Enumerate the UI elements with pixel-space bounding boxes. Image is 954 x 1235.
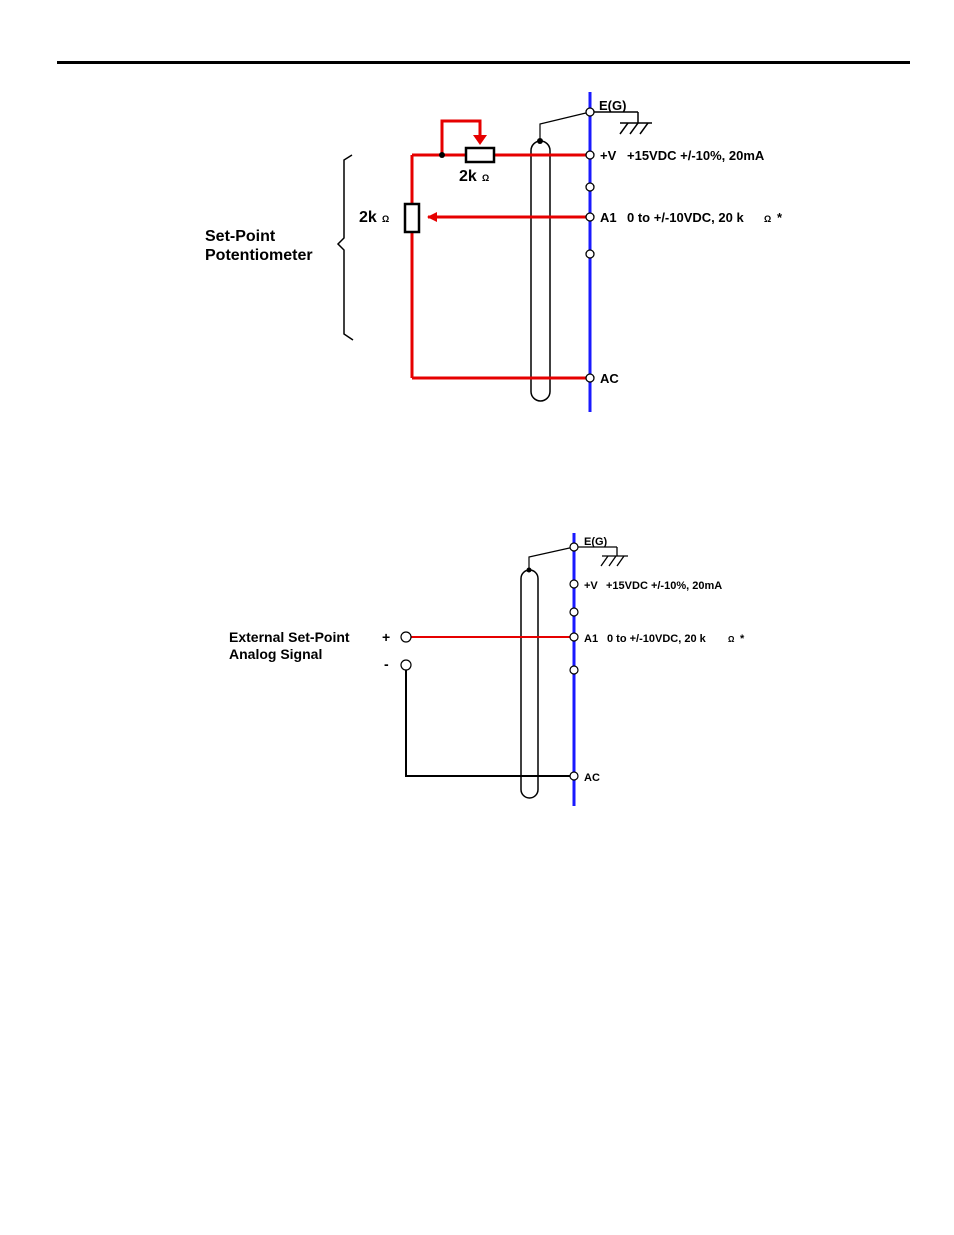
series-resistor bbox=[464, 146, 496, 164]
terminal-ac-2[interactable] bbox=[569, 771, 579, 781]
shield-cable-1 bbox=[530, 140, 551, 402]
label-potentiometer-value: 2k bbox=[359, 209, 377, 226]
shield-drain-wire-1 bbox=[539, 111, 591, 141]
shield-drain-wire-2 bbox=[528, 546, 575, 570]
potentiometer-brace bbox=[336, 154, 354, 341]
label-external-line2: Analog Signal bbox=[229, 646, 322, 662]
label-series-resistor-value: 2k bbox=[459, 168, 477, 185]
terminal-blank-2a[interactable] bbox=[569, 607, 579, 617]
header-rule bbox=[57, 61, 910, 64]
label-setpoint-line1: Set-Point bbox=[205, 228, 276, 245]
ground-symbol-1 bbox=[590, 111, 652, 135]
label-vplus-spec-2: +15VDC +/-10%, 20mA bbox=[606, 580, 722, 592]
terminal-eg-1[interactable] bbox=[585, 107, 595, 117]
potentiometer bbox=[403, 202, 421, 234]
diagram-potentiometer: E(G) +V +15VDC +/-10%, 20mA A1 0 to +/-1… bbox=[205, 92, 783, 412]
input-terminal-minus[interactable] bbox=[400, 659, 412, 671]
label-a1-ohm-2: Ω bbox=[728, 635, 735, 644]
label-a1-note-2: * bbox=[740, 633, 745, 645]
terminal-blank-2b[interactable] bbox=[569, 665, 579, 675]
terminal-ac-1[interactable] bbox=[585, 373, 595, 383]
label-potentiometer-unit: Ω bbox=[382, 214, 389, 224]
terminal-a1-1[interactable] bbox=[585, 212, 595, 222]
label-vplus-2: +V bbox=[584, 580, 598, 592]
terminal-eg-2[interactable] bbox=[569, 542, 579, 552]
terminal-blank-1a[interactable] bbox=[585, 182, 595, 192]
label-a1-2: A1 bbox=[584, 633, 598, 645]
ground-symbol-2 bbox=[574, 546, 628, 567]
diagram-external-signal: E(G) +V +15VDC +/-10%, 20mA A1 0 to +/-1… bbox=[229, 533, 745, 806]
label-ac-2: AC bbox=[584, 772, 600, 784]
label-a1-spec-1: 0 to +/-10VDC, 20 k bbox=[627, 210, 744, 225]
label-eg-1: E(G) bbox=[599, 98, 626, 113]
label-ac-1: AC bbox=[600, 371, 619, 386]
label-series-resistor-unit: Ω bbox=[482, 173, 489, 183]
wire-resistor-wiper bbox=[440, 119, 482, 155]
input-terminal-plus[interactable] bbox=[400, 631, 412, 643]
wire-ac-2 bbox=[405, 670, 570, 777]
label-eg-2: E(G) bbox=[584, 536, 608, 548]
label-vplus-1: +V bbox=[600, 148, 617, 163]
label-a1-ohm-1: Ω bbox=[764, 214, 771, 224]
terminal-vplus-1[interactable] bbox=[585, 150, 595, 160]
label-a1-note-1: * bbox=[777, 210, 783, 225]
terminal-a1-2[interactable] bbox=[569, 632, 579, 642]
terminal-blank-1b[interactable] bbox=[585, 249, 595, 259]
label-a1-spec-2: 0 to +/-10VDC, 20 k bbox=[607, 633, 707, 645]
label-vplus-spec-1: +15VDC +/-10%, 20mA bbox=[627, 148, 765, 163]
terminal-vplus-2[interactable] bbox=[569, 579, 579, 589]
label-plus-sign: + bbox=[382, 629, 390, 645]
shield-cable-2 bbox=[520, 569, 539, 799]
label-a1-1: A1 bbox=[600, 210, 617, 225]
label-minus-sign: - bbox=[384, 656, 389, 672]
label-external-line1: External Set-Point bbox=[229, 629, 350, 645]
label-setpoint-line2: Potentiometer bbox=[205, 247, 313, 264]
